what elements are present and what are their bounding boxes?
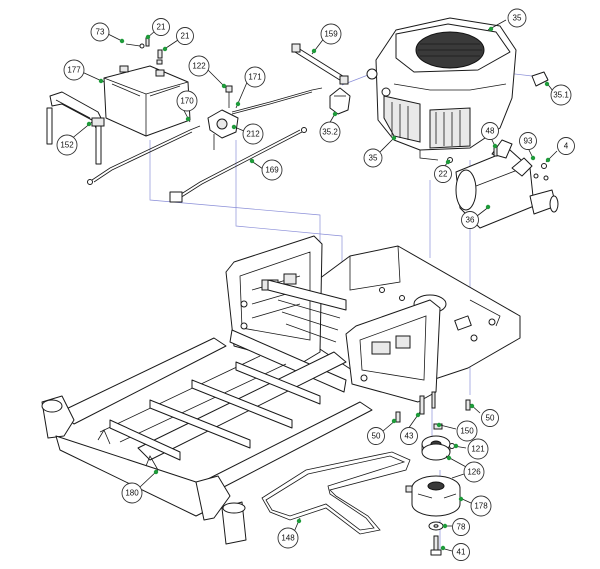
callout-180: 180 xyxy=(121,482,143,504)
fuel-line xyxy=(291,43,349,85)
callout-148: 148 xyxy=(277,527,299,549)
callout-159: 159 xyxy=(320,23,342,45)
callout-21: 21 xyxy=(176,27,194,45)
callout-122: 122 xyxy=(188,55,210,77)
callout-73: 73 xyxy=(90,22,110,42)
muffler xyxy=(447,139,559,229)
callout-label: 43 xyxy=(405,432,414,441)
callout-35: 35 xyxy=(363,148,383,168)
callout-label: 148 xyxy=(281,534,295,543)
callout-label: 50 xyxy=(372,432,381,441)
callout-label: 178 xyxy=(474,502,488,511)
callout-label: 22 xyxy=(439,170,448,179)
callout-171: 171 xyxy=(244,66,266,88)
callout-150: 150 xyxy=(456,420,478,442)
callout-35-2: 35.2 xyxy=(319,121,341,143)
callout-label: 212 xyxy=(246,130,260,139)
callout-label: 121 xyxy=(471,445,485,454)
callout-21: 21 xyxy=(152,18,170,36)
leader-arrows xyxy=(86,26,551,551)
callout-78: 78 xyxy=(452,518,470,536)
callout-152: 152 xyxy=(56,134,78,156)
callout-41: 41 xyxy=(452,543,470,561)
clutch-washer xyxy=(428,521,444,531)
callout-label: 21 xyxy=(157,23,166,32)
callout-50: 50 xyxy=(367,427,385,445)
callout-label: 35 xyxy=(369,154,378,163)
callout-35-1: 35.1 xyxy=(550,84,572,106)
callout-4: 4 xyxy=(557,137,575,155)
callout-label: 150 xyxy=(460,427,474,436)
callout-label: 170 xyxy=(180,97,194,106)
callout-35: 35 xyxy=(507,8,527,28)
callout-22: 22 xyxy=(434,165,452,183)
battery-bracket xyxy=(46,91,105,165)
drive-belt xyxy=(261,451,411,535)
callout-label: 35.2 xyxy=(322,128,338,137)
callout-label: 35.1 xyxy=(553,91,569,100)
callout-label: 159 xyxy=(324,30,338,39)
callout-93: 93 xyxy=(519,132,537,150)
callout-126: 126 xyxy=(463,461,485,483)
frame-hardware xyxy=(395,391,471,430)
callout-50: 50 xyxy=(481,409,499,427)
callout-label: 35 xyxy=(513,14,522,23)
callout-43: 43 xyxy=(400,427,418,445)
callout-177: 177 xyxy=(63,59,85,81)
pto-clutch xyxy=(405,473,465,517)
fuel-filter xyxy=(329,87,351,115)
callout-36: 36 xyxy=(461,211,479,229)
battery-hardware xyxy=(125,37,163,65)
engine xyxy=(366,17,517,161)
callout-label: 50 xyxy=(486,414,495,423)
callout-label: 126 xyxy=(467,468,481,477)
callout-label: 4 xyxy=(564,142,569,151)
starter-solenoid xyxy=(207,85,239,150)
battery-cables xyxy=(87,87,323,203)
callout-label: 152 xyxy=(60,141,74,150)
clutch-bolt xyxy=(430,535,442,556)
callout-48: 48 xyxy=(481,122,499,140)
callout-170: 170 xyxy=(176,90,198,112)
callout-label: 48 xyxy=(486,127,495,136)
callout-178: 178 xyxy=(470,495,492,517)
callout-label: 21 xyxy=(181,32,190,41)
callout-label: 171 xyxy=(248,73,262,82)
callout-label: 78 xyxy=(457,523,466,532)
callout-label: 73 xyxy=(96,28,105,37)
mower-frame xyxy=(41,235,521,545)
callout-label: 180 xyxy=(125,489,139,498)
callout-169: 169 xyxy=(261,159,283,181)
idler-pulley xyxy=(421,435,455,461)
callout-121: 121 xyxy=(467,438,489,460)
callout-label: 93 xyxy=(524,137,533,146)
callout-212: 212 xyxy=(242,123,264,145)
callout-label: 36 xyxy=(466,216,475,225)
battery xyxy=(103,65,191,137)
engine-bracket-35-1 xyxy=(531,71,549,87)
callout-label: 177 xyxy=(67,66,81,75)
callout-label: 122 xyxy=(192,62,206,71)
callout-label: 41 xyxy=(457,548,466,557)
callout-label: 169 xyxy=(265,166,279,175)
